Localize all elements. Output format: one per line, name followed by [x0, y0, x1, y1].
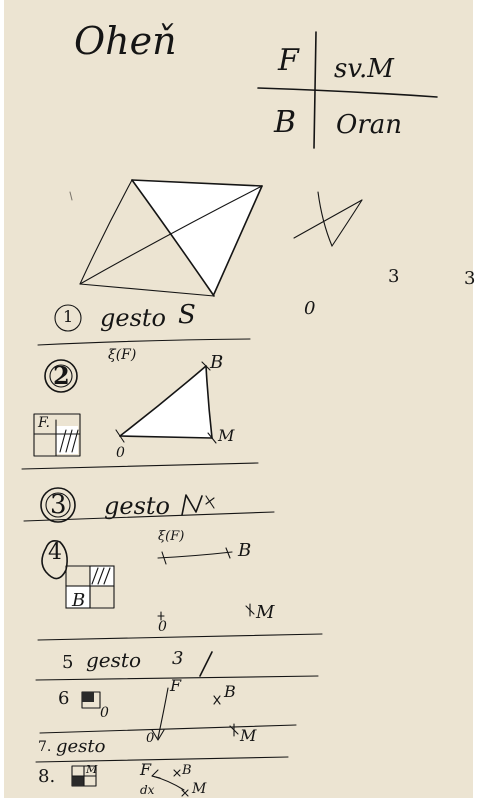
divider-3: [23, 511, 275, 522]
step-4-number: 4: [48, 540, 62, 565]
divider-1: [37, 338, 251, 346]
page-title: Oheň: [74, 19, 177, 63]
step-3-number: 3: [50, 490, 67, 520]
step-1-number: 1: [63, 307, 74, 326]
step-5-label: gesto: [86, 648, 141, 672]
quadrant-top-right: sv.M: [334, 54, 394, 84]
step-4-point-m: M: [256, 602, 275, 623]
step-7-label: gesto: [56, 736, 106, 757]
step-8-number: 8.: [38, 766, 56, 787]
step-2-number: 2: [53, 361, 70, 390]
divider-5: [35, 675, 319, 681]
step-2-origin: 0: [116, 445, 125, 461]
step-4-note: ξ(F): [158, 529, 185, 544]
margin-number-2: 3: [464, 268, 476, 289]
step-6-point-f: F: [170, 676, 182, 695]
step-8-note: dx: [140, 783, 155, 797]
step-3-drawing: [40, 487, 215, 523]
step-2-box-label: F.: [38, 415, 50, 431]
quadrant-cross: [257, 31, 438, 149]
step-8-point-b: B: [182, 763, 192, 778]
step-5-number: 5: [62, 652, 74, 673]
rhombus-diagram: [69, 179, 263, 297]
step-6-point-m: M: [240, 726, 257, 745]
step-6-number: 6: [58, 688, 70, 709]
step-2-drawing: [33, 359, 217, 457]
divider-4: [37, 633, 323, 641]
margin-number-1: 3: [388, 266, 400, 287]
step-8-point-m: M: [192, 781, 207, 797]
quadrant-top-left: F: [278, 43, 299, 78]
step-4-origin: 0: [158, 619, 167, 635]
step-2-note: ξ(F): [108, 347, 137, 363]
step-5-drawing: [199, 651, 213, 677]
step-4-point-b: B: [238, 540, 252, 561]
step-3-label: gesto: [104, 492, 170, 520]
step-2-point-m: M: [218, 426, 235, 445]
paper-sheet: [4, 0, 473, 798]
step-6-point-b: B: [224, 682, 236, 701]
step-6-drawing: [81, 687, 239, 741]
step-7-number: 7.: [38, 739, 52, 755]
step-1-mark: S: [178, 300, 196, 330]
step-8-box-label: M: [86, 763, 98, 776]
divider-2: [21, 462, 259, 470]
quadrant-bottom-right: Oran: [336, 110, 402, 140]
step-6-box-label: 0: [100, 705, 109, 721]
v-sketch: [293, 191, 363, 247]
divider-6: [39, 724, 297, 734]
step-8-drawing: [71, 765, 189, 797]
step-2-point-b: B: [210, 352, 224, 373]
step-1-label: gesto: [100, 304, 166, 332]
step-4-drawing: [41, 540, 255, 621]
step-5-mark: 3: [172, 648, 184, 669]
step-4-box-label: B: [72, 590, 86, 611]
zero-mark: 0: [304, 298, 316, 319]
step-1-circle: [54, 304, 82, 332]
step-6-origin: 0: [146, 731, 155, 746]
quadrant-bottom-left: B: [274, 105, 297, 140]
step-8-point-f: F: [140, 760, 152, 779]
divider-7: [35, 756, 289, 763]
